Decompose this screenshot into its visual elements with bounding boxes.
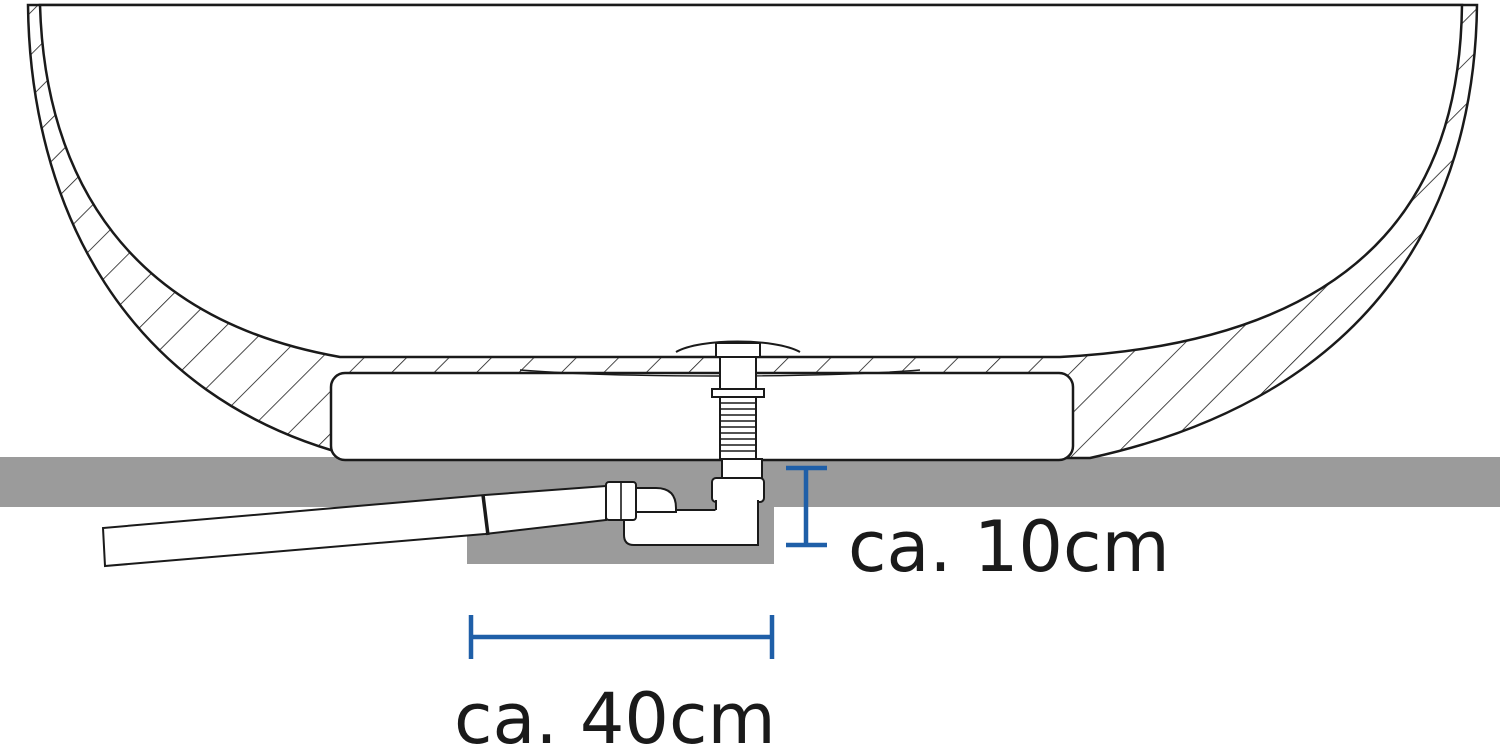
trap-lower-riser bbox=[715, 499, 759, 515]
drain-hose bbox=[101, 484, 607, 568]
trap-elbow bbox=[623, 509, 759, 546]
tub-base-chamber bbox=[329, 371, 1075, 462]
corrugated-pipe bbox=[719, 396, 757, 460]
tub-interior bbox=[38, 3, 1464, 359]
corrugation-lines bbox=[720, 402, 756, 452]
trap-coupling bbox=[711, 477, 765, 503]
height-dimension-label: ca. 10cm bbox=[848, 506, 1170, 588]
drain-body bbox=[719, 356, 757, 394]
hose-joint bbox=[481, 494, 490, 536]
width-dimension-marker bbox=[468, 615, 775, 659]
drain-nut bbox=[711, 388, 765, 398]
drain-flange bbox=[675, 340, 801, 353]
height-dimension-marker bbox=[786, 465, 827, 548]
drain-cap bbox=[715, 342, 761, 358]
width-dimension-label: ca. 40cm bbox=[454, 678, 776, 755]
outlet-bend bbox=[631, 487, 677, 513]
